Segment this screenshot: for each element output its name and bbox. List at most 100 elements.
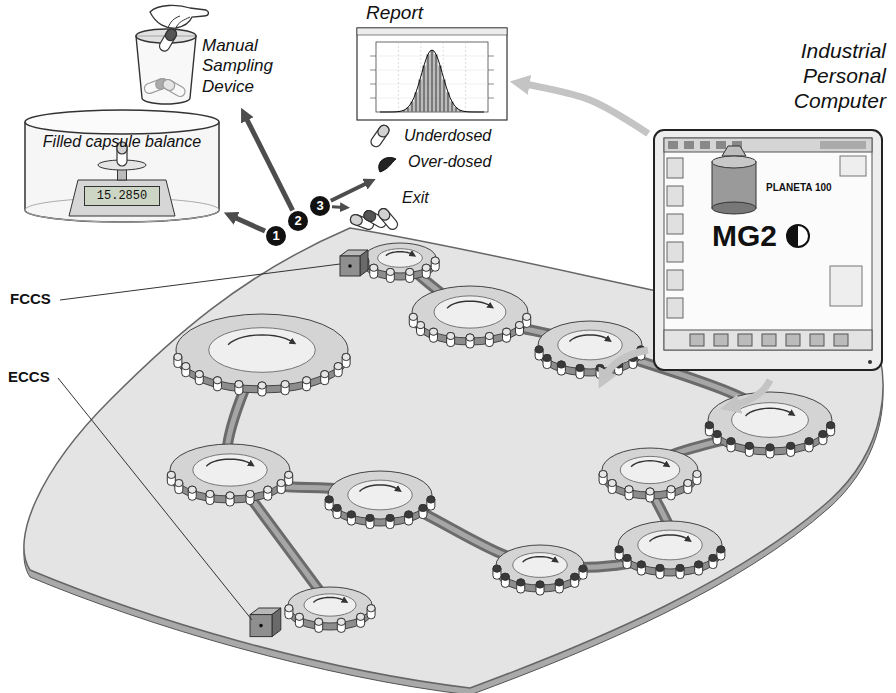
pc-monitor bbox=[664, 138, 872, 152]
capsule-peg bbox=[285, 605, 293, 612]
capsule-peg bbox=[676, 565, 684, 579]
capsule-peg bbox=[370, 264, 378, 278]
capsule-peg bbox=[367, 605, 375, 612]
capsule-peg bbox=[713, 431, 721, 445]
turntable bbox=[705, 392, 834, 458]
capsule-peg bbox=[576, 365, 584, 372]
capsule-peg bbox=[321, 371, 329, 385]
capsule-peg bbox=[405, 511, 413, 525]
capsule-peg bbox=[264, 486, 272, 493]
rotation-arrow bbox=[569, 335, 608, 342]
capsule-peg bbox=[334, 363, 342, 370]
capsule-peg bbox=[693, 471, 701, 485]
pc-monitor bbox=[712, 156, 756, 168]
capsule-peg bbox=[599, 471, 607, 478]
fccs-sensor bbox=[340, 250, 368, 276]
rotation-arrow bbox=[386, 252, 413, 256]
pc-monitor bbox=[667, 186, 683, 206]
report-chart bbox=[398, 42, 399, 112]
control-arrow bbox=[732, 380, 770, 406]
rotation-arrow bbox=[228, 335, 293, 345]
capsule-peg bbox=[485, 333, 493, 340]
capsule-peg bbox=[333, 505, 341, 519]
leader-line bbox=[60, 264, 340, 300]
pc-monitor bbox=[684, 141, 694, 149]
capsule-peg bbox=[623, 555, 631, 569]
capsule-peg bbox=[167, 471, 175, 485]
capsule-peg bbox=[427, 496, 435, 510]
pc-monitor bbox=[667, 298, 683, 318]
capsule-peg bbox=[386, 515, 394, 522]
capsule-peg bbox=[656, 565, 664, 579]
capsule-peg bbox=[277, 480, 285, 494]
turntable bbox=[174, 314, 350, 396]
capsule-peg bbox=[485, 333, 493, 347]
turntable bbox=[599, 448, 701, 502]
capsule-peg bbox=[535, 346, 543, 360]
capsule-peg bbox=[295, 613, 303, 627]
callout-circle: 3 bbox=[310, 196, 330, 216]
callout-number: 2 bbox=[288, 213, 308, 229]
capsule-icon bbox=[376, 207, 399, 232]
capsule-peg bbox=[321, 371, 329, 385]
turntable bbox=[513, 553, 568, 578]
device-label: Manual Sampling Device bbox=[202, 36, 300, 97]
capsule-peg bbox=[543, 355, 551, 362]
pc-monitor bbox=[830, 266, 862, 306]
capsule-peg bbox=[646, 488, 654, 502]
capsule-peg bbox=[167, 471, 175, 478]
capsule-peg bbox=[315, 618, 323, 632]
capsule-peg bbox=[523, 313, 531, 320]
turntable bbox=[288, 587, 372, 623]
capsule-peg bbox=[543, 355, 551, 369]
capsule-peg bbox=[188, 486, 196, 500]
capsule-peg bbox=[717, 546, 725, 553]
capsule-peg bbox=[303, 377, 311, 391]
pc-monitor bbox=[668, 141, 678, 149]
capsule-peg bbox=[515, 322, 523, 329]
capsule-peg bbox=[695, 561, 703, 568]
capsule-peg bbox=[667, 486, 675, 500]
turntable bbox=[285, 587, 375, 632]
capsule-peg bbox=[303, 377, 311, 391]
exit-label: Exit bbox=[402, 188, 458, 207]
pc-monitor bbox=[810, 334, 824, 346]
capsule-peg bbox=[337, 618, 345, 632]
capsule-peg bbox=[321, 371, 329, 378]
capsule-peg bbox=[431, 257, 439, 271]
pc-monitor bbox=[667, 242, 683, 262]
capsule-peg bbox=[195, 371, 203, 385]
rotation-arrow bbox=[447, 301, 491, 308]
capsule-peg bbox=[515, 322, 523, 336]
capsule-peg bbox=[342, 353, 350, 360]
capsule-peg bbox=[501, 573, 509, 580]
capsule-peg bbox=[406, 268, 414, 282]
fccs-sensor bbox=[348, 264, 352, 268]
report-chart bbox=[423, 65, 426, 112]
capsule-peg bbox=[264, 486, 272, 500]
rotation-arrow bbox=[649, 535, 688, 542]
capsule-peg bbox=[466, 334, 474, 341]
capsule-icon bbox=[158, 27, 179, 53]
capsule-peg bbox=[503, 328, 511, 342]
capsule-peg bbox=[447, 333, 455, 347]
capsule-peg bbox=[406, 268, 414, 282]
capsule-peg bbox=[337, 618, 345, 625]
capsule-peg bbox=[535, 346, 543, 360]
capsule-peg bbox=[599, 471, 607, 485]
pc-monitor bbox=[714, 334, 728, 346]
pc-monitor bbox=[667, 270, 683, 290]
capsule-peg bbox=[235, 381, 243, 388]
capsule-peg bbox=[579, 565, 587, 572]
report-heading: Report bbox=[366, 2, 486, 25]
pc-monitor bbox=[654, 130, 882, 370]
turntable bbox=[209, 328, 316, 373]
leader-line bbox=[58, 378, 252, 620]
capsule-peg bbox=[805, 438, 813, 452]
turntable bbox=[535, 321, 645, 379]
capsule-peg bbox=[709, 555, 717, 569]
capsule-peg bbox=[295, 613, 303, 620]
bell-jar-outline bbox=[25, 122, 219, 222]
capsule-peg bbox=[608, 480, 616, 487]
